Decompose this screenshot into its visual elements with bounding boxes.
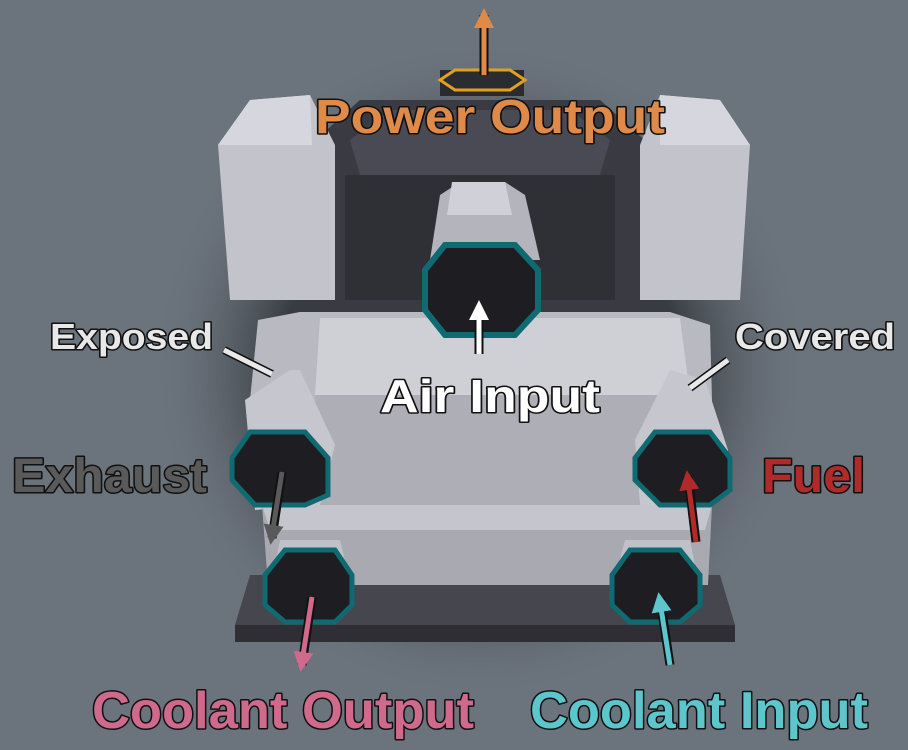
top-side-blocks bbox=[218, 95, 750, 300]
coolant-output-arrow bbox=[293, 596, 317, 672]
coolant-output-port bbox=[262, 547, 355, 625]
exhaust-label: Exhaust bbox=[12, 450, 207, 503]
coolant-input-arrow bbox=[651, 592, 675, 666]
covered-pointer bbox=[687, 356, 731, 392]
power-output-label: Power Output bbox=[315, 91, 665, 144]
air-input-label: Air Input bbox=[380, 370, 600, 422]
covered-label: Covered bbox=[735, 316, 895, 357]
fuel-arrow bbox=[679, 470, 701, 543]
engine-middle-body bbox=[245, 312, 728, 510]
air-input-nozzle bbox=[430, 182, 540, 260]
coolant-input-label: Coolant Input bbox=[530, 682, 868, 740]
exposed-pointer bbox=[222, 346, 274, 378]
coolant-input-port bbox=[609, 547, 703, 625]
power-output-port bbox=[437, 68, 528, 92]
engine-core bbox=[310, 68, 650, 310]
exposed-label: Exposed bbox=[50, 316, 213, 357]
exhaust-arrow bbox=[263, 471, 287, 545]
fuel-port bbox=[632, 429, 733, 508]
air-input-port bbox=[422, 242, 541, 338]
fuel-label: Fuel bbox=[762, 450, 865, 503]
exhaust-port bbox=[229, 429, 331, 508]
coolant-output-label: Coolant Output bbox=[92, 682, 474, 740]
